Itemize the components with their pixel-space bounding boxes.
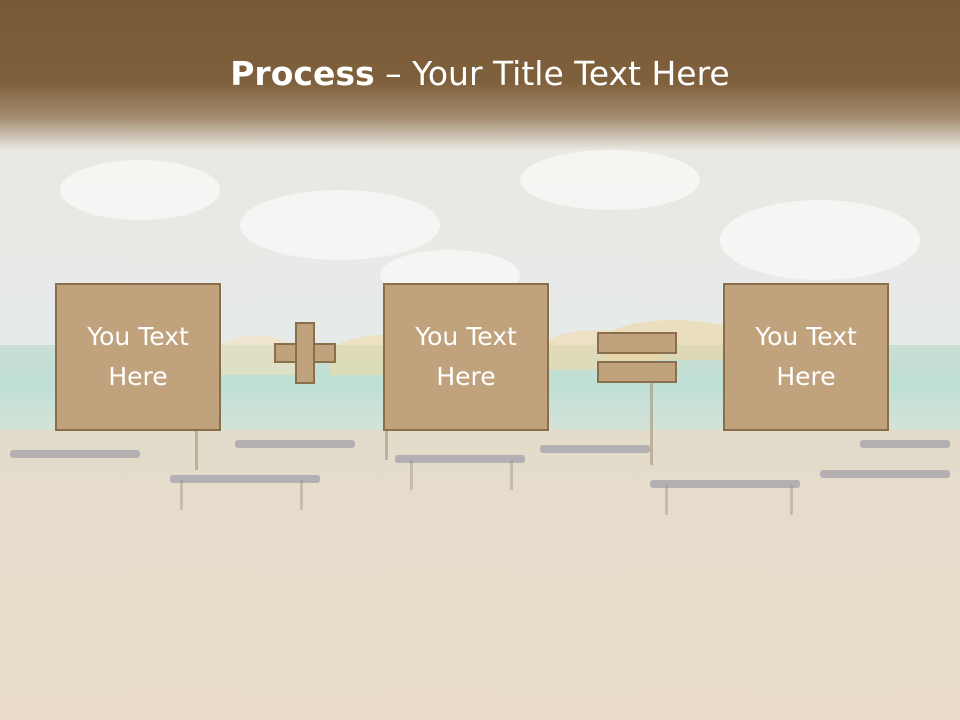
title-bold: Process — [230, 54, 375, 93]
title-rest: – Your Title Text Here — [374, 54, 730, 93]
process-box-2[interactable]: You Text Here — [383, 283, 549, 431]
process-box-2-text: You Text Here — [415, 322, 517, 391]
slide-title[interactable]: Process – Your Title Text Here — [0, 52, 960, 96]
process-box-3-text: You Text Here — [755, 322, 857, 391]
title-band — [0, 0, 960, 150]
process-box-1-text: You Text Here — [87, 322, 189, 391]
process-box-1[interactable]: You Text Here — [55, 283, 221, 431]
process-box-3[interactable]: You Text Here — [723, 283, 889, 431]
background-sand — [0, 430, 960, 720]
